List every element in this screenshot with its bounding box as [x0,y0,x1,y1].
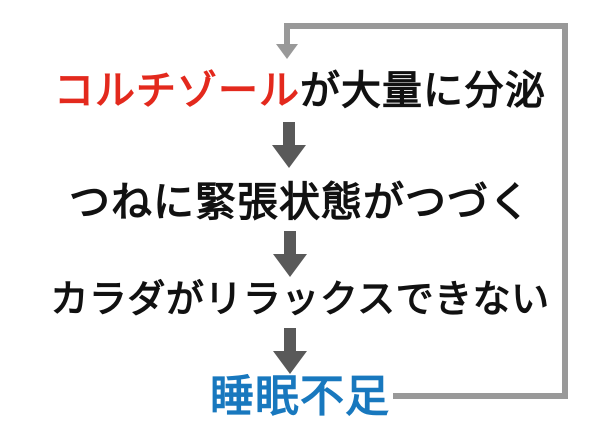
step-cortisol-secretion: コルチゾールが大量に分泌 [0,71,600,111]
feedback-loop-line [284,23,568,399]
step-body-cannot-relax: カラダがリラックスできない [50,277,550,321]
down-arrow-icon [273,231,307,277]
feedback-loop-arrowhead-icon [276,44,298,59]
step-cortisol-rest-text: が大量に分泌 [300,68,546,114]
step-constant-tension: つねに緊張状態がつづく [69,178,531,226]
step-cortisol-highlight-text: コルチゾール [54,68,300,114]
step-sleep-deprivation: 睡眠不足 [210,371,390,422]
down-arrow-icon [272,122,306,168]
down-arrow-icon [273,328,307,374]
